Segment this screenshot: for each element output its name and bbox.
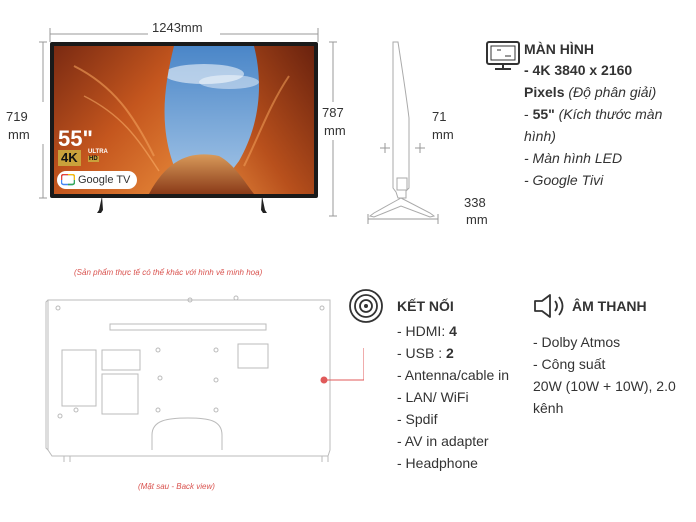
audio-spec-list: - Dolby Atmos - Công suất 20W (10W + 10W…: [533, 331, 693, 419]
screen-height-value: 719: [6, 109, 28, 124]
back-view-note: (Mặt sau - Back view): [138, 482, 215, 491]
depth-value: 71: [432, 109, 447, 124]
hdmi-value: 4: [449, 323, 457, 339]
connectivity-section-title: KẾT NỐI: [397, 298, 454, 314]
google-tv-label: Google TV: [78, 174, 131, 186]
spdif-line: - Spdif: [397, 411, 438, 427]
total-height-unit: mm: [324, 123, 346, 138]
display-line1: - 4K 3840 x 2160: [524, 62, 633, 78]
hdmi-label: - HDMI:: [397, 323, 450, 339]
total-height-value: 787: [322, 105, 344, 120]
headphone-line: - Headphone: [397, 455, 478, 471]
tv-side-view: [367, 41, 439, 224]
display-line5: - Màn hình LED: [524, 150, 623, 166]
speaker-icon: [534, 294, 564, 318]
monitor-icon: [486, 41, 520, 70]
google-tv-logo-icon: [61, 174, 75, 186]
ultra-hd-badge: ULTRA HD: [88, 149, 108, 163]
tv-leg-right: [261, 196, 267, 213]
stand-depth-value: 338: [464, 195, 486, 210]
display-line2-bold: Pixels: [524, 84, 565, 100]
hd-label: HD: [88, 156, 99, 162]
display-size-line: - 55" (Kích thước màn: [524, 103, 694, 125]
width-dimension-line: [49, 28, 319, 42]
depth-unit: mm: [432, 127, 454, 142]
display-line3-italic: (Kích thước màn: [554, 106, 663, 122]
display-line2-italic: (Độ phân giải): [564, 84, 657, 100]
tv-screen: [50, 42, 318, 198]
disclaimer-note: (Sản phẩm thực tế có thể khác với hình v…: [74, 268, 263, 277]
display-google-tv-line: - Google Tivi: [524, 169, 694, 191]
display-led-line: - Màn hình LED: [524, 147, 694, 169]
av-in-line: - AV in adapter: [397, 433, 489, 449]
ultra-label: ULTRA: [88, 149, 108, 155]
width-label: 1243mm: [152, 20, 203, 35]
connectivity-spec-list: - HDMI: 4 - USB : 2 - Antenna/cable in -…: [397, 320, 537, 474]
display-pixels-line: Pixels (Độ phân giải): [524, 81, 694, 103]
antenna-line: - Antenna/cable in: [397, 367, 510, 383]
power-label-line: - Công suất: [533, 356, 606, 372]
screen-height-dimension-line: [39, 41, 47, 199]
display-spec-list: - 4K 3840 x 2160 Pixels (Độ phân giải) -…: [524, 59, 694, 191]
connector-callout-line: [320, 348, 364, 384]
total-height-dimension-line: [329, 41, 337, 217]
lan-wifi-line: - LAN/ WiFi: [397, 389, 469, 405]
google-tv-badge: Google TV: [57, 171, 138, 189]
display-line6: - Google Tivi: [524, 172, 604, 188]
display-resolution-line: - 4K 3840 x 2160: [524, 59, 694, 81]
wireless-signal-icon: [349, 289, 383, 323]
canyon-landscape-image: [54, 46, 314, 194]
power-value-line: 20W (10W + 10W), 2.0: [533, 378, 676, 394]
hdmi-line: - HDMI: 4: [397, 320, 537, 342]
channel-line: kênh: [533, 400, 564, 416]
audio-section-title: ÂM THANH: [572, 298, 647, 314]
tv-front-view: [50, 42, 318, 213]
screen-height-unit: mm: [8, 127, 30, 142]
display-size-line-cont: hình): [524, 125, 694, 147]
display-line3-bold: 55": [532, 106, 555, 122]
screen-size-badge: 55": [58, 126, 93, 151]
usb-line: - USB : 2: [397, 342, 537, 364]
display-line3-prefix: -: [524, 106, 533, 122]
4k-badge: 4K: [58, 150, 81, 166]
usb-value: 2: [446, 345, 454, 361]
dolby-atmos-line: - Dolby Atmos: [533, 334, 621, 350]
usb-label: - USB :: [397, 345, 447, 361]
tv-back-view: [45, 295, 331, 462]
stand-depth-unit: mm: [466, 212, 488, 227]
display-section-title: MÀN HÌNH: [524, 41, 594, 57]
display-line4-italic: hình): [524, 128, 556, 144]
tv-leg-left: [97, 196, 103, 213]
